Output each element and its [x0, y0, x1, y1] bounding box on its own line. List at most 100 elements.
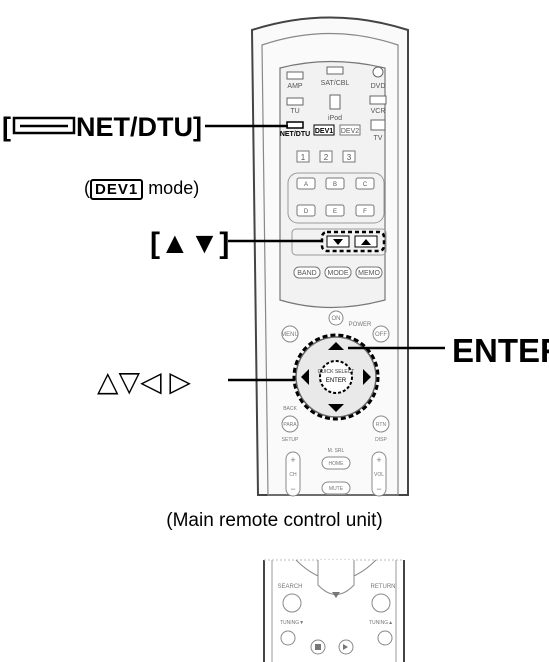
mode-label: MODE: [328, 270, 349, 277]
cursor-pad: QUICK SELECT ENTER: [292, 333, 380, 421]
letter-button-d[interactable]: [296, 204, 316, 217]
number-button-2[interactable]: [319, 150, 333, 163]
letter-button-a[interactable]: [296, 177, 316, 190]
vol-minus-icon: −: [376, 484, 381, 494]
tv-button[interactable]: [370, 119, 386, 131]
lower-panel-buttons: BAND MODE MEMO: [293, 266, 383, 279]
mute-button[interactable]: [321, 481, 351, 495]
letter-label-f: F: [363, 209, 367, 215]
letter-button-b[interactable]: [325, 177, 345, 190]
dev1-mode-text: mode): [143, 178, 200, 198]
vcr-button[interactable]: [369, 95, 387, 105]
menu-button[interactable]: [281, 325, 299, 343]
pad-down-icon: [328, 404, 344, 412]
band-label: BAND: [297, 270, 316, 277]
band-button[interactable]: [293, 266, 321, 279]
setup-label: SETUP: [282, 437, 299, 443]
search-button[interactable]: [282, 593, 302, 613]
letter-label-e: E: [333, 209, 337, 215]
source-buttons: AMP SAT/CBL DVD TU iPod VCR NET/DTU DEV1…: [280, 66, 387, 142]
mute-label: MUTE: [329, 486, 344, 492]
tu-button[interactable]: [286, 97, 304, 106]
rtn-button[interactable]: [372, 415, 390, 433]
vol-rocker[interactable]: [371, 451, 387, 497]
dev2-small-label: DEV2: [341, 128, 359, 135]
sat-cbl-label: SAT/CBL: [321, 80, 350, 87]
back-label: BACK: [283, 406, 297, 412]
letter-button-c[interactable]: [355, 177, 375, 190]
number-buttons: 1 2 3: [296, 150, 356, 163]
cursor-down-icon: [333, 239, 343, 245]
prev-button[interactable]: [280, 630, 296, 646]
play-pause-icon: [343, 644, 348, 650]
dev1-mode-badge: DEV1: [90, 179, 144, 200]
home-label: HOME: [329, 461, 345, 467]
disp-label: DISP: [375, 437, 387, 443]
menu-label: MENU: [281, 332, 299, 338]
tuning-down-label: TUNING▼: [280, 620, 304, 626]
power-on-label: ON: [332, 316, 341, 322]
letter-label-c: C: [363, 182, 368, 188]
pad-right-icon: [363, 369, 371, 385]
side-buttons: BACK PARA SETUP RTN DISP: [281, 406, 390, 443]
callout-lines: [205, 124, 445, 382]
off-button[interactable]: [372, 325, 390, 343]
number-label-1: 1: [301, 153, 306, 162]
ipod-button[interactable]: [329, 94, 341, 110]
memo-label: MEMO: [358, 270, 380, 277]
search-label: SEARCH: [277, 584, 302, 590]
power-label: POWER: [349, 322, 372, 328]
diagram-caption: (Main remote control unit): [166, 510, 383, 531]
ipod-label: iPod: [328, 115, 342, 122]
return-label: RETURN: [371, 584, 396, 590]
enter-button[interactable]: [319, 360, 353, 394]
letter-button-e[interactable]: [325, 204, 345, 217]
quick-select-label: QUICK SELECT: [318, 369, 355, 375]
vol-plus-icon: +: [376, 455, 381, 465]
power-on-button[interactable]: [328, 310, 344, 326]
letter-button-f[interactable]: [355, 204, 375, 217]
dvd-button[interactable]: [372, 66, 384, 78]
letter-label-b: B: [333, 182, 337, 188]
dev1-mode-open: (: [84, 178, 90, 198]
net-dtu-label: NET/DTU]: [76, 112, 202, 142]
letter-buttons: A B C D E F: [287, 172, 385, 224]
arrow-keys-label: △▽◁ ▷: [97, 366, 191, 397]
next-button[interactable]: [377, 630, 393, 646]
dev2-button[interactable]: [339, 124, 361, 136]
lower-down-icon: [332, 592, 340, 598]
enter-label: ENTER: [452, 332, 549, 369]
ch-plus-icon: +: [290, 455, 295, 465]
para-button[interactable]: [281, 415, 299, 433]
return-button[interactable]: [371, 593, 391, 613]
memo-button[interactable]: [355, 266, 383, 279]
volume-channel: + CH − M. SRL HOME MUTE + VOL −: [285, 448, 387, 497]
number-label-2: 2: [324, 153, 329, 162]
ch-rocker[interactable]: [285, 451, 301, 497]
home-button[interactable]: [321, 456, 351, 470]
vcr-label: VCR: [371, 108, 386, 115]
ch-minus-icon: −: [290, 484, 295, 494]
dev1-small-label: DEV1: [315, 128, 333, 135]
tuning-up-label: TUNING▲: [369, 620, 393, 626]
sat-cbl-button[interactable]: [326, 66, 344, 75]
power-section: ON POWER MENU OFF: [281, 310, 390, 343]
net-dtu-button[interactable]: [286, 121, 304, 129]
net-dtu-small-label: NET/DTU: [280, 131, 310, 138]
lower-remote-body: SEARCH RETURN TUNING▼ TUNING▲: [263, 559, 405, 662]
cursor-up-icon: [361, 239, 371, 245]
number-button-3[interactable]: [342, 150, 356, 163]
number-button-1[interactable]: [296, 150, 310, 163]
net-dtu-bracket: [: [2, 112, 11, 142]
number-label-3: 3: [347, 153, 352, 162]
letter-label-a: A: [304, 182, 308, 188]
amp-button[interactable]: [286, 71, 304, 80]
dvd-label: DVD: [371, 83, 386, 90]
tv-label: TV: [374, 135, 383, 142]
net-dtu-callout: [ NET/DTU]: [2, 112, 202, 142]
pad-up-icon: [328, 342, 344, 350]
mode-button[interactable]: [324, 266, 352, 279]
dev1-button[interactable]: [313, 124, 335, 136]
stop-icon: [315, 644, 321, 650]
pad-left-icon: [301, 369, 309, 385]
